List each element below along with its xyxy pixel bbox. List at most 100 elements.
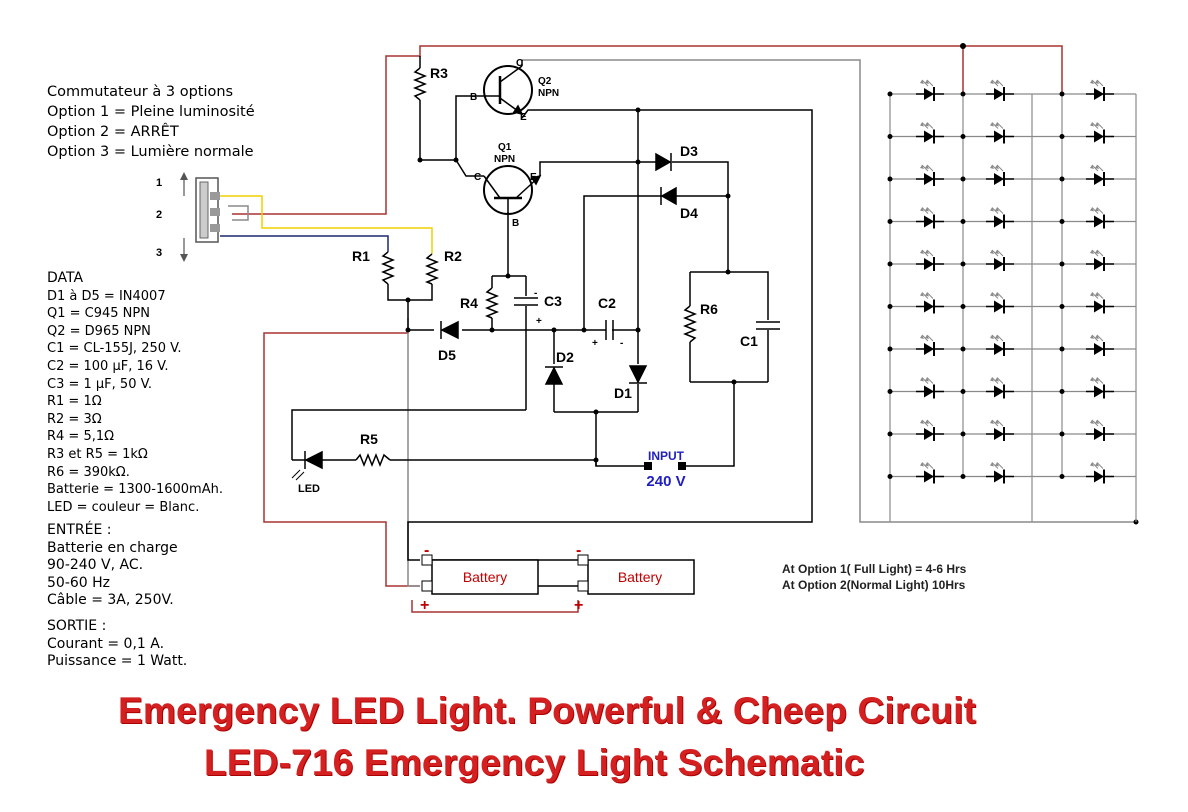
array-led xyxy=(985,461,1015,485)
data-line: C1 = CL-155J, 250 V. xyxy=(47,341,182,357)
switch-wires xyxy=(220,195,433,254)
switch-notes: Commutateur à 3 options Option 1 = Plein… xyxy=(47,82,255,162)
entree-line: Batterie en charge xyxy=(47,539,178,556)
switch-option-3: Option 3 = Lumière normale xyxy=(47,144,254,160)
q1-pin-e: E xyxy=(530,172,537,183)
entree-line: Câble = 3A, 250V. xyxy=(47,592,174,609)
label-c2: C2 xyxy=(598,295,616,311)
label-d1: D1 xyxy=(614,385,632,401)
q2-label: Q2 xyxy=(538,76,552,87)
label-led: LED xyxy=(298,483,320,495)
data-block: DATA D1 à D5 = IN4007 Q1 = C945 NPN Q2 =… xyxy=(47,270,223,516)
runtime-note-1: At Option 1( Full Light) = 4-6 Hrs xyxy=(782,562,967,576)
label-r4: R4 xyxy=(460,295,478,311)
gray-wires xyxy=(228,59,1136,587)
data-line: R6 = 390kΩ. xyxy=(47,464,130,480)
label-d5: D5 xyxy=(438,347,456,363)
data-line: C3 = 1 µF, 50 V. xyxy=(47,376,152,392)
array-led xyxy=(985,121,1015,145)
array-led xyxy=(915,419,945,442)
label-d4: D4 xyxy=(680,205,698,221)
label-r3: R3 xyxy=(430,65,448,81)
q1-type: NPN xyxy=(494,154,515,165)
label-r5: R5 xyxy=(360,431,378,447)
black-wires xyxy=(291,56,813,587)
switch-pos-1: 1 xyxy=(156,177,162,189)
entree-block: ENTRÉE : Batterie en charge 90-240 V, AC… xyxy=(47,522,178,610)
runtime-note-2: At Option 2(Normal Light) 10Hrs xyxy=(782,578,966,592)
array-led xyxy=(915,376,945,400)
array-led xyxy=(985,206,1015,230)
array-led xyxy=(1085,249,1115,272)
data-line: R3 et R5 = 1kΩ xyxy=(47,446,148,462)
array-led xyxy=(1085,291,1115,315)
battery-1: Battery - + xyxy=(420,542,539,614)
label-d3: D3 xyxy=(680,143,698,159)
array-led xyxy=(915,334,945,357)
battery-2-label: Battery xyxy=(618,569,662,585)
junctions xyxy=(405,43,1139,525)
array-led xyxy=(1085,164,1115,187)
battery-1-label: Battery xyxy=(463,569,507,585)
array-led xyxy=(915,461,945,485)
switch-pos-3: 3 xyxy=(156,247,162,259)
transistor-q1 xyxy=(483,165,542,215)
sortie-line: Courant = 0,1 A. xyxy=(47,635,165,652)
q2-pin-b: B xyxy=(470,92,477,103)
c2-plus: + xyxy=(592,338,598,349)
data-line: R4 = 5,1Ω xyxy=(47,429,115,445)
array-led xyxy=(1085,419,1115,442)
array-led xyxy=(1085,206,1115,230)
entree-line: 90-240 V, AC. xyxy=(47,557,144,574)
resistors xyxy=(355,67,698,468)
array-led xyxy=(985,334,1015,357)
c3-minus: - xyxy=(534,288,537,299)
sortie-line: Puissance = 1 Watt. xyxy=(47,653,188,670)
battery-1-minus: - xyxy=(424,542,429,559)
array-led xyxy=(1085,376,1115,400)
switch-pos-2: 2 xyxy=(156,209,162,221)
sortie-block: SORTIE : Courant = 0,1 A. Puissance = 1 … xyxy=(47,618,187,671)
q2-type: NPN xyxy=(538,88,559,99)
c3-plus: + xyxy=(536,316,542,327)
array-led xyxy=(915,164,945,187)
q1-pin-b: B xyxy=(512,218,519,229)
capacitors xyxy=(514,297,780,340)
array-led xyxy=(985,249,1015,272)
switch-option-1: Option 1 = Pleine luminosité xyxy=(47,104,255,120)
array-led xyxy=(985,419,1015,442)
label-r6: R6 xyxy=(700,301,718,317)
led-rays xyxy=(291,469,305,481)
q2-pin-e: E xyxy=(520,112,527,123)
array-led xyxy=(1085,79,1115,102)
main-title: Emergency LED Light. Powerful & Cheep Ci… xyxy=(118,690,977,731)
sub-title: LED-716 Emergency Light Schematic xyxy=(204,742,865,783)
battery-2-minus: - xyxy=(576,542,581,559)
battery-2-plus: + xyxy=(574,597,583,614)
array-led xyxy=(915,291,945,315)
array-led xyxy=(985,79,1015,102)
array-led xyxy=(985,164,1015,187)
input-label: INPUT xyxy=(648,449,685,463)
label-d2: D2 xyxy=(556,349,574,365)
sortie-title: SORTIE : xyxy=(47,618,107,634)
label-r2: R2 xyxy=(444,248,462,264)
array-led xyxy=(915,249,945,272)
q1-label: Q1 xyxy=(498,142,512,153)
label-c1: C1 xyxy=(740,333,758,349)
data-line: Q1 = C945 NPN xyxy=(47,306,150,322)
entree-line: 50-60 Hz xyxy=(47,574,111,591)
diodes xyxy=(292,152,677,470)
switch-option-2: Option 2 = ARRÊT xyxy=(47,124,179,140)
data-line: D1 à D5 = IN4007 xyxy=(47,288,166,304)
input-terminals xyxy=(644,462,686,470)
data-line: R1 = 1Ω xyxy=(47,394,102,410)
data-title: DATA xyxy=(47,270,84,286)
led-array xyxy=(887,79,1137,522)
input-voltage: 240 V xyxy=(646,473,685,490)
array-led xyxy=(915,121,945,145)
array-led xyxy=(915,79,945,102)
c2-minus: - xyxy=(620,338,623,349)
